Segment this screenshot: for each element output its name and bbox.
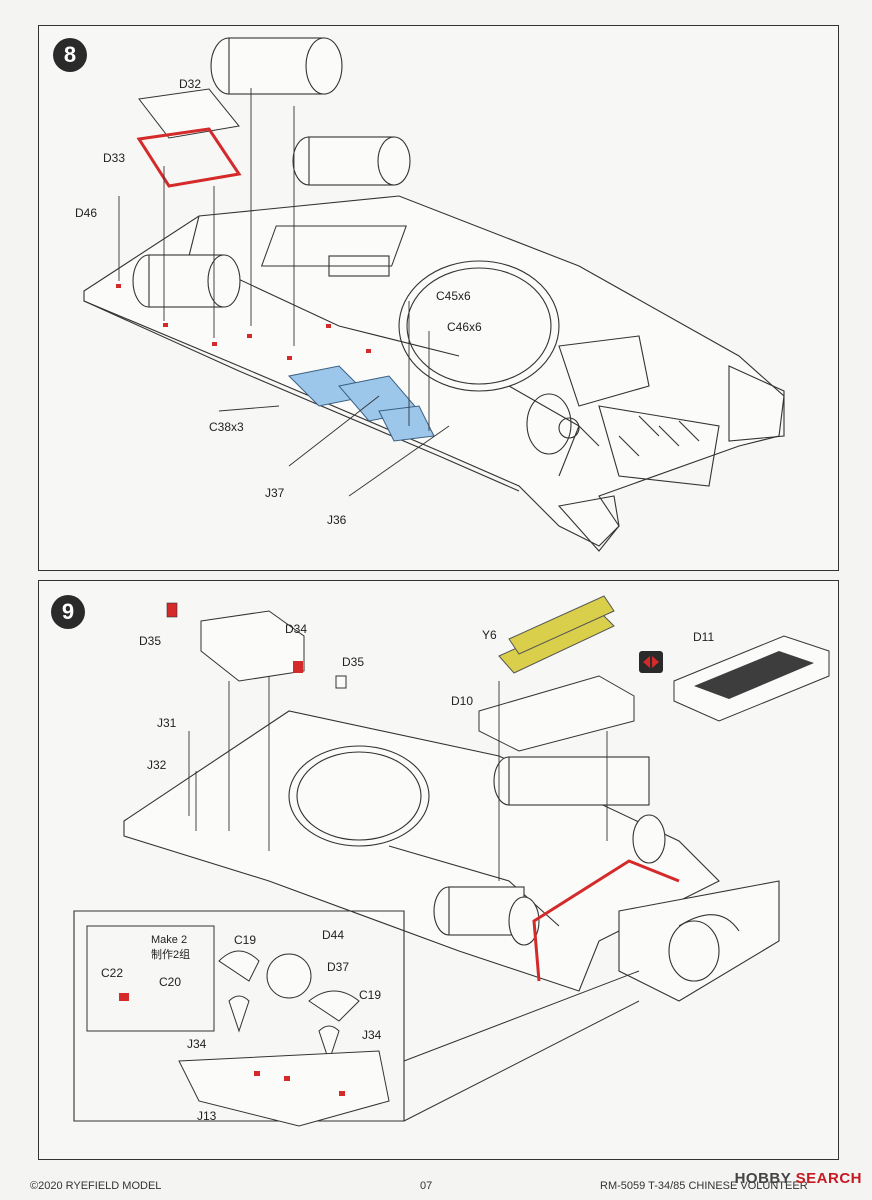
part-label: J13 bbox=[197, 1109, 217, 1123]
watermark-logo: HOBBY SEARCH bbox=[735, 1170, 862, 1187]
part-label: J37 bbox=[265, 486, 285, 500]
part-label: Make 2 bbox=[151, 934, 187, 946]
part-label: Y6 bbox=[482, 628, 497, 642]
part-label: J36 bbox=[327, 513, 347, 527]
part-label: D32 bbox=[179, 77, 201, 91]
part-label: C19 bbox=[359, 988, 381, 1002]
step-9-panel: 9 bbox=[38, 580, 839, 1160]
part-label: J34 bbox=[362, 1028, 382, 1042]
step-9-drawing: D35 D34 D35 Y6 D11 D10 J31 J32 Make 2 制作… bbox=[73, 595, 830, 1127]
part-label: C20 bbox=[159, 975, 181, 989]
watermark-brand2: SEARCH bbox=[795, 1170, 862, 1187]
product-code: RM-5059 T-34/85 CHINESE VOLUNTEER bbox=[600, 1180, 808, 1192]
part-label: J32 bbox=[147, 758, 167, 772]
part-label: J31 bbox=[157, 716, 177, 730]
part-label: D35 bbox=[342, 655, 364, 669]
part-label: C46x6 bbox=[447, 320, 482, 334]
step-9-number: 9 bbox=[51, 595, 85, 629]
part-label: D37 bbox=[327, 960, 349, 974]
part-label: D46 bbox=[75, 206, 97, 220]
part-label: C45x6 bbox=[436, 289, 471, 303]
step-8-drawing: D32 D33 D46 C45x6 C46x6 C38x3 J37 J36 bbox=[75, 37, 785, 552]
step-8-number: 8 bbox=[53, 38, 87, 72]
part-label: D35 bbox=[139, 634, 161, 648]
part-label: C19 bbox=[234, 933, 256, 947]
watermark-brand: HOBBY bbox=[734, 1170, 791, 1187]
part-label: D44 bbox=[322, 928, 344, 942]
part-label: J34 bbox=[187, 1037, 207, 1051]
part-label: C22 bbox=[101, 966, 123, 980]
step-8-panel: 8 bbox=[38, 25, 839, 571]
part-label: D10 bbox=[451, 694, 473, 708]
page-number: 07 bbox=[420, 1180, 433, 1192]
part-label: C38x3 bbox=[209, 420, 244, 434]
part-label: 制作2组 bbox=[151, 947, 190, 961]
part-label: D34 bbox=[285, 622, 307, 636]
part-label: D33 bbox=[103, 151, 125, 165]
copyright: ©2020 RYEFIELD MODEL bbox=[30, 1180, 162, 1192]
part-label: D11 bbox=[693, 630, 714, 644]
